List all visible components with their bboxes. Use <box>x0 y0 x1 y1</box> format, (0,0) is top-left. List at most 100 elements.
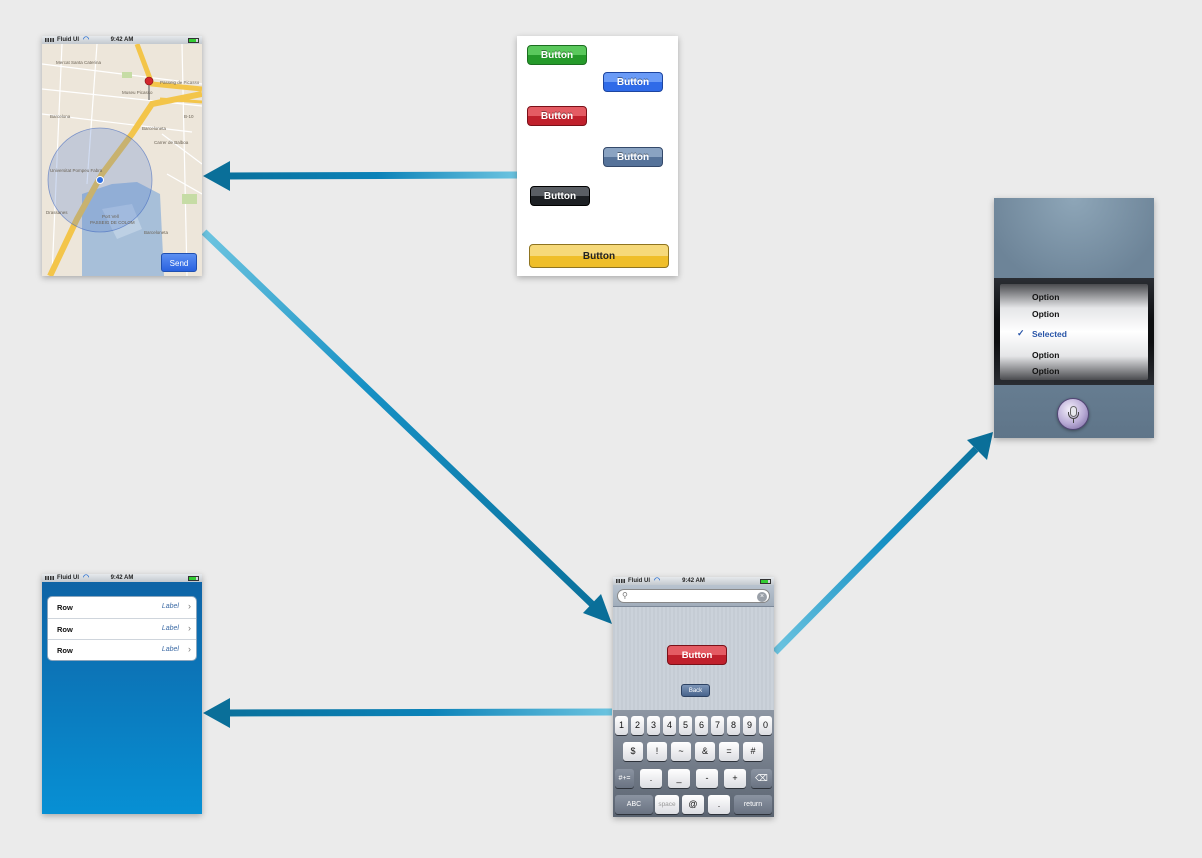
clock: 9:42 AM <box>110 37 134 43</box>
keyboard: 1 2 3 4 5 6 7 8 9 0 $ ! ~ & = # #+= . _ … <box>613 710 774 817</box>
map-label: Passeig de Picasso <box>160 80 200 85</box>
table-row[interactable]: Row Label › <box>48 597 196 619</box>
key[interactable]: + <box>724 769 746 788</box>
checkmark-icon: ✓ <box>1017 328 1025 338</box>
yellow-button[interactable]: Button <box>529 244 669 268</box>
battery-icon <box>760 579 771 584</box>
chevron-right-icon: › <box>188 601 191 611</box>
blue-button[interactable]: Button <box>603 72 663 92</box>
symbols-key[interactable]: #+= <box>615 769 634 788</box>
abc-key[interactable]: ABC <box>615 795 653 814</box>
key[interactable]: # <box>743 742 763 761</box>
arrow-keyboard-to-table <box>203 698 613 728</box>
key[interactable]: _ <box>668 769 690 788</box>
clock: 9:42 AM <box>110 575 134 581</box>
table-row[interactable]: Row Label › <box>48 619 196 640</box>
picker-option[interactable]: Option <box>1032 309 1060 319</box>
key[interactable]: @ <box>682 795 704 814</box>
table-row[interactable]: Row Label › <box>48 640 196 660</box>
space-key[interactable]: space <box>655 795 679 814</box>
microphone-button[interactable] <box>1057 398 1089 430</box>
wifi-icon: ◠ <box>83 36 90 43</box>
search-input[interactable]: ⚲ × <box>617 589 770 603</box>
picker-option-selected[interactable]: Selected <box>1032 329 1067 339</box>
key[interactable]: 7 <box>711 716 724 735</box>
signal-icon <box>45 576 55 580</box>
table-screen: Fluid UI ◠ 9:42 AM Row Label › Row Label… <box>42 574 202 814</box>
battery-icon <box>188 576 199 581</box>
key[interactable]: - <box>696 769 718 788</box>
map-label: PASSEIG DE COLOM <box>90 220 135 225</box>
picker-option[interactable]: Option <box>1032 292 1060 302</box>
back-button[interactable]: Back <box>681 684 710 697</box>
map-label: Carrer de Balboa <box>154 140 189 145</box>
key[interactable]: 4 <box>663 716 676 735</box>
red-button[interactable]: Button <box>527 106 587 126</box>
key[interactable]: ~ <box>671 742 691 761</box>
status-bar: Fluid UI ◠ 9:42 AM <box>42 36 202 44</box>
table-group: Row Label › Row Label › Row Label › <box>47 596 197 661</box>
signal-icon <box>45 38 55 42</box>
arrow-keyboard-to-picker <box>772 432 993 655</box>
microphone-base <box>1073 419 1074 423</box>
map-screen[interactable]: Mercat Santa Caterina Museu Picasso Barc… <box>42 36 202 276</box>
key[interactable]: 9 <box>743 716 756 735</box>
map-label: Drassanes <box>46 210 68 215</box>
row-detail: Label <box>161 646 179 653</box>
arrow-buttons-to-map <box>203 161 518 191</box>
status-bar: Fluid UI ◠ 9:42 AM <box>42 574 202 582</box>
status-bar: Fluid UI ◠ 9:42 AM <box>613 577 774 585</box>
red-button[interactable]: Button <box>667 645 727 665</box>
map-label: Barceloneta <box>142 126 167 131</box>
key[interactable]: 1 <box>615 716 628 735</box>
carrier-label: Fluid UI <box>57 37 79 43</box>
black-button[interactable]: Button <box>530 186 590 206</box>
key[interactable]: & <box>695 742 715 761</box>
delete-icon[interactable]: ⌫ <box>751 769 772 788</box>
key[interactable]: 3 <box>647 716 660 735</box>
row-detail: Label <box>161 603 179 610</box>
row-title: Row <box>57 624 73 634</box>
search-icon: ⚲ <box>622 591 628 600</box>
key[interactable]: 0 <box>759 716 772 735</box>
chevron-right-icon: › <box>188 622 191 633</box>
map-label: Museu Picasso <box>122 90 153 95</box>
picker-background <box>994 198 1154 278</box>
row-detail: Label <box>161 624 179 632</box>
map-view[interactable] <box>42 44 202 276</box>
battery-icon <box>188 38 199 43</box>
green-button[interactable]: Button <box>527 45 587 65</box>
return-key[interactable]: return <box>734 795 772 814</box>
clear-icon[interactable]: × <box>757 591 767 602</box>
map-label: Port Vell <box>102 214 119 219</box>
steel-button[interactable]: Button <box>603 147 663 167</box>
key[interactable]: 2 <box>631 716 644 735</box>
picker-wheel[interactable]: Option Option ✓ Selected Option Option <box>1000 284 1148 380</box>
microphone-stand <box>1068 412 1079 419</box>
picker-screen: Option Option ✓ Selected Option Option <box>994 198 1154 438</box>
picker-option[interactable]: Option <box>1032 366 1060 376</box>
key[interactable]: 8 <box>727 716 740 735</box>
key[interactable]: . <box>640 769 662 788</box>
key[interactable]: 5 <box>679 716 692 735</box>
send-button[interactable]: Send <box>161 253 197 272</box>
key[interactable]: 6 <box>695 716 708 735</box>
key[interactable]: = <box>719 742 739 761</box>
picker-option[interactable]: Option <box>1032 350 1060 360</box>
search-bar: ⚲ × <box>613 585 774 607</box>
map-label: Barcelona <box>50 114 71 119</box>
map-label: B-10 <box>184 114 194 119</box>
wifi-icon: ◠ <box>654 577 661 584</box>
row-title: Row <box>57 603 73 612</box>
keyboard-screen: Fluid UI ◠ 9:42 AM ⚲ × Button Back 1 2 3… <box>613 577 774 817</box>
wifi-icon: ◠ <box>83 574 90 581</box>
signal-icon <box>616 579 626 583</box>
carrier-label: Fluid UI <box>57 575 79 581</box>
map-label: Barceloneta <box>144 230 169 235</box>
map-label: Mercat Santa Caterina <box>56 60 102 65</box>
buttons-screen: Button Button Button Button Button Butto… <box>517 36 678 276</box>
key[interactable]: $ <box>623 742 643 761</box>
key[interactable]: ! <box>647 742 667 761</box>
key[interactable]: . <box>708 795 730 814</box>
